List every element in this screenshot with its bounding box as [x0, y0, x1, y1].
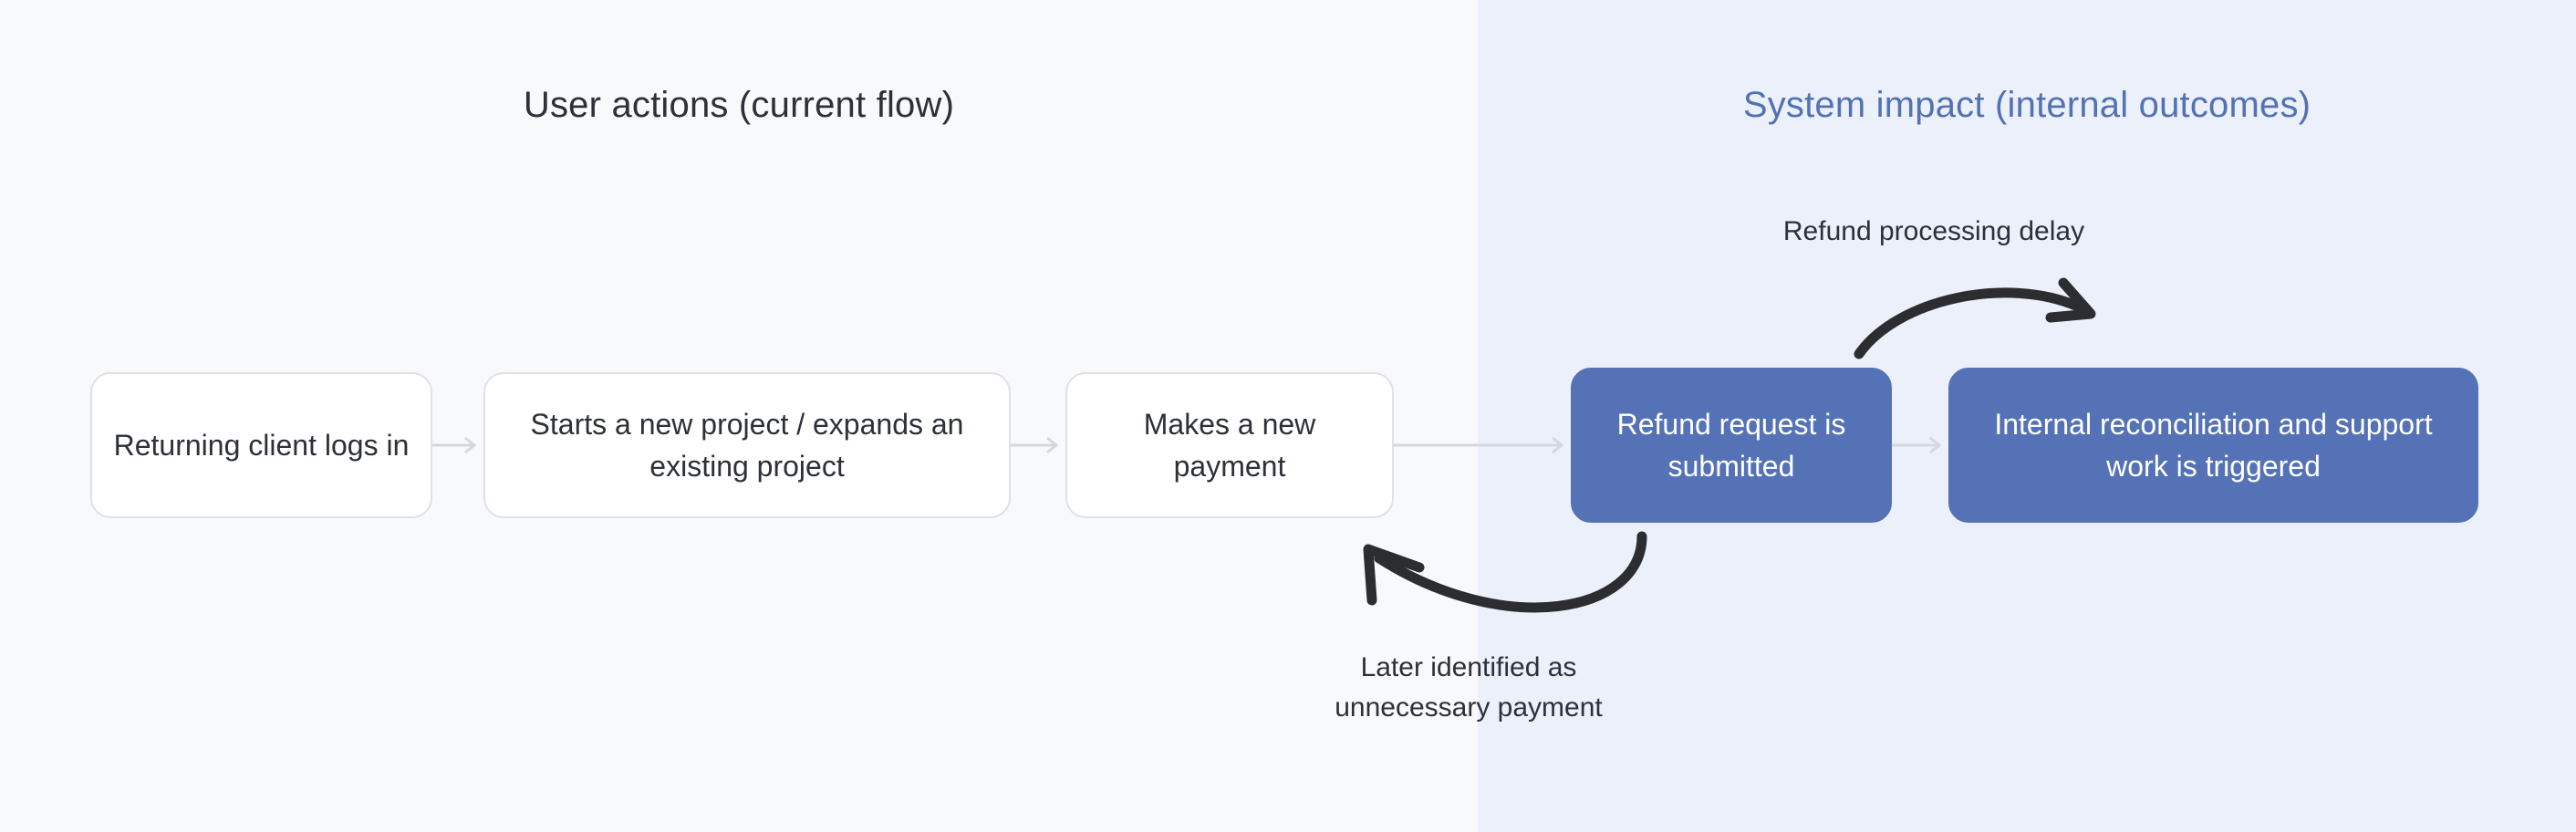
flow-node-label: Refund request is submitted	[1616, 408, 1846, 483]
flow-node-starts-new-project[interactable]: Starts a new project / expands an existi…	[483, 372, 1011, 518]
connector-arrow-icon	[1011, 436, 1059, 454]
flow-node-returning-client-logs-in[interactable]: Returning client logs in	[90, 372, 432, 518]
annotation-unnecessary-payment: Later identified as unnecessary payment	[1335, 652, 1603, 723]
column-header-user-actions: User actions (current flow)	[523, 85, 955, 125]
column-header-system-impact: System impact (internal outcomes)	[1742, 85, 2311, 125]
connector-arrow-icon	[1394, 436, 1564, 454]
flow-node-label: Makes a new payment	[1143, 408, 1316, 483]
flow-node-label: Returning client logs in	[113, 429, 410, 462]
flow-node-label: Internal reconciliation and support work…	[1994, 408, 2433, 483]
flow-node-makes-new-payment[interactable]: Makes a new payment	[1065, 372, 1394, 518]
annotation-refund-processing-delay: Refund processing delay	[1782, 216, 2085, 246]
connector-arrow-icon	[432, 436, 477, 454]
flow-node-internal-reconciliation[interactable]: Internal reconciliation and support work…	[1948, 368, 2478, 523]
flow-node-label: Starts a new project / expands an existi…	[530, 408, 964, 483]
connector-arrow-icon	[1892, 436, 1942, 454]
flow-node-refund-request-submitted[interactable]: Refund request is submitted	[1571, 368, 1892, 523]
